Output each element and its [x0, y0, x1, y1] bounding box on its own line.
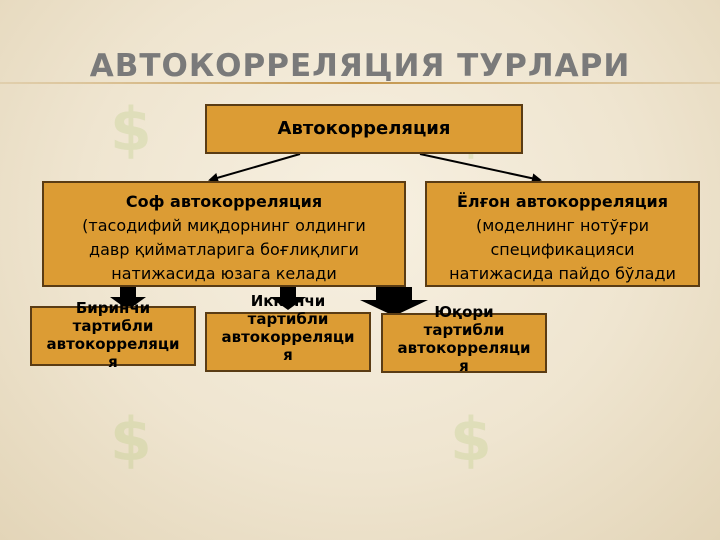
- higher-order-label: Юқори тартибли автокорреляци я: [379, 303, 549, 375]
- block-arrow-2: [270, 287, 306, 310]
- connector-root-right: [419, 153, 542, 184]
- first-order-line: автокорреляци: [46, 335, 180, 353]
- true-autocorrelation-line: давр қийматларига боғлиқлиги: [89, 240, 359, 259]
- first-order-box: [30, 306, 196, 366]
- watermark-logo: $: [110, 95, 152, 165]
- root-node-box: Автокорреляция: [205, 104, 523, 154]
- first-order-line: тартибли: [72, 317, 154, 335]
- first-order-line: Биринчи: [75, 299, 151, 317]
- title-divider: [0, 82, 720, 84]
- higher-order-line: автокорреляци: [397, 339, 531, 357]
- true-autocorrelation-line: натижасида юзага келади: [111, 264, 337, 283]
- higher-order-line: тартибли: [423, 321, 505, 339]
- connector-root-left: [208, 153, 301, 183]
- slide-title: АВТОКОРРЕЛЯЦИЯ ТУРЛАРИ: [89, 48, 631, 84]
- second-order-label: Иккинчи тартибли автокорреляци я: [203, 292, 373, 364]
- higher-order-box: [381, 313, 547, 373]
- second-order-line: Иккинчи: [250, 292, 326, 310]
- block-arrow-3: [360, 287, 428, 316]
- second-order-box: [205, 312, 371, 372]
- first-order-line: я: [108, 353, 118, 371]
- true-autocorrelation-box: Соф автокорреляция (тасодифий миқдорнинг…: [42, 181, 406, 287]
- true-autocorrelation-line: (тасодифий миқдорнинг олдинги: [82, 216, 366, 235]
- false-autocorrelation-box: Ёлғон автокорреляция (моделнинг нотўғри …: [425, 181, 700, 287]
- first-order-label: Биринчи тартибли автокорреляци я: [28, 299, 198, 371]
- root-node-label: Автокорреляция: [277, 118, 451, 139]
- second-order-line: тартибли: [247, 310, 329, 328]
- higher-order-line: Юқори: [434, 303, 494, 321]
- second-order-line: я: [283, 346, 293, 364]
- true-autocorrelation-heading: Соф автокорреляция: [125, 192, 323, 211]
- watermark-logo: $: [450, 405, 492, 475]
- watermark-logo: $: [110, 405, 152, 475]
- false-autocorrelation-line: натижасида пайдо бўлади: [449, 264, 676, 283]
- second-order-line: автокорреляци: [221, 328, 355, 346]
- higher-order-line: я: [459, 357, 469, 375]
- false-autocorrelation-line: (моделнинг нотўғри: [475, 216, 650, 235]
- block-arrow-1: [110, 287, 146, 310]
- false-autocorrelation-heading: Ёлғон автокорреляция: [456, 192, 669, 211]
- false-autocorrelation-line: спецификацияси: [490, 240, 635, 259]
